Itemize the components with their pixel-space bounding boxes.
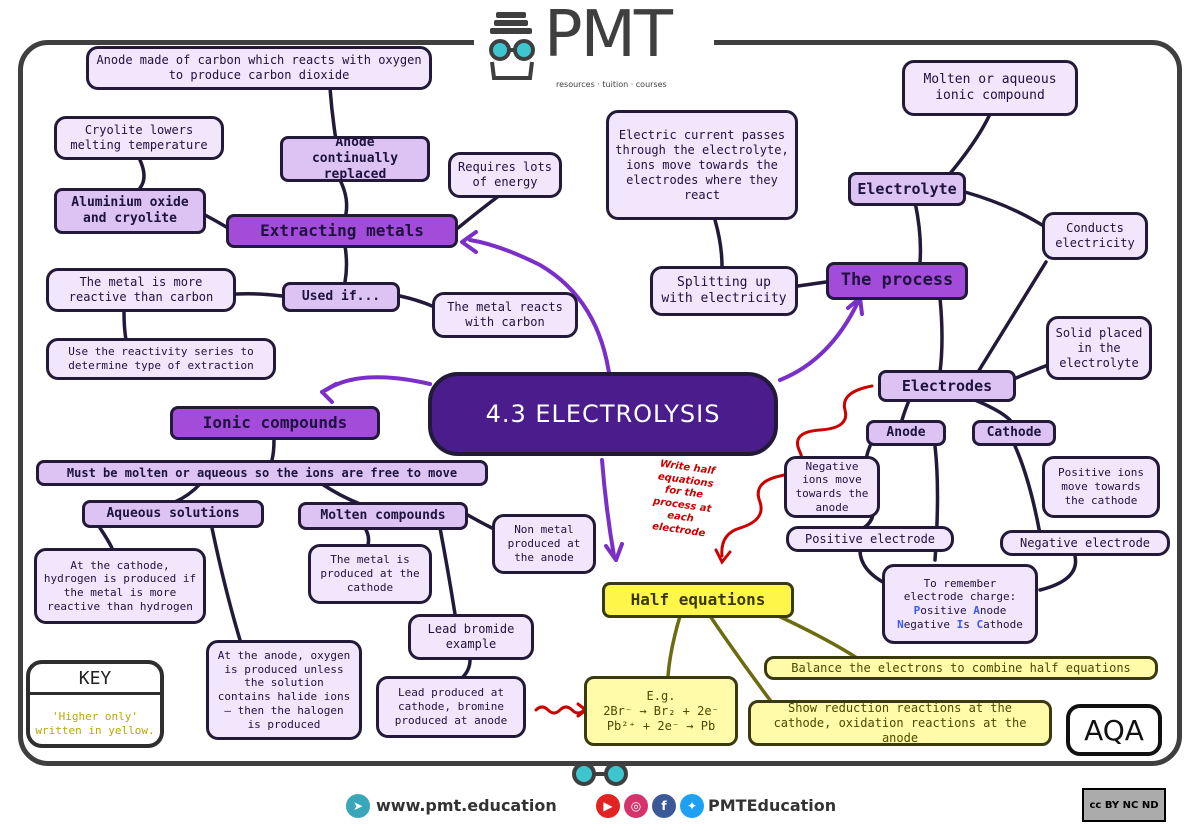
cryolite-lowers-box: Cryolite lowers melting temperature: [54, 116, 224, 160]
mnemonic-p: P: [913, 604, 921, 617]
half-equations-title: Half equations: [602, 582, 794, 618]
website-link[interactable]: www.pmt.education: [376, 796, 557, 815]
mnemonic-s: s: [963, 617, 977, 631]
the-process-title: The process: [826, 262, 968, 300]
equation-bromine: 2Br⁻ → Br₂ + 2e⁻: [603, 703, 719, 718]
anode-oxygen-box: At the anode, oxygen is produced unless …: [206, 640, 362, 740]
splitting-box: Splitting up with electricity: [650, 266, 798, 316]
extracting-metals-title: Extracting metals: [226, 214, 458, 248]
negative-electrode-box: Negative electrode: [1000, 530, 1170, 556]
social-handle[interactable]: PMTEducation: [708, 796, 837, 815]
mnemonic-c: C: [976, 617, 984, 631]
pmt-logo: PMT resources · tuition · courses: [474, 0, 714, 89]
remember-line-2: electrode charge:: [903, 590, 1017, 604]
cathode-hydrogen-box: At the cathode, hydrogen is produced if …: [34, 548, 206, 624]
reacts-carbon-box: The metal reacts with carbon: [432, 292, 578, 338]
must-be-molten-box: Must be molten or aqueous so the ions ar…: [36, 460, 488, 486]
anode-carbon-box: Anode made of carbon which reacts with o…: [86, 46, 432, 90]
used-if-box: Used if...: [282, 282, 400, 312]
mnemonic-n: N: [897, 617, 904, 631]
exam-board-badge: AQA: [1066, 704, 1162, 756]
equation-lead: Pb²⁺ + 2e⁻ → Pb: [606, 718, 716, 733]
twitter-icon[interactable]: ✦: [680, 794, 704, 818]
solid-placed-box: Solid placed in the electrolyte: [1046, 316, 1152, 380]
cursor-icon: ➤: [346, 794, 370, 818]
requires-energy-box: Requires lots of energy: [448, 152, 562, 198]
non-metal-anode-box: Non metal produced at the anode: [492, 514, 596, 574]
mnemonic-node: node: [979, 604, 1007, 617]
lead-bromide-box: Lead bromide example: [408, 614, 534, 660]
positive-ions-box: Positive ions move towards the cathode: [1042, 456, 1160, 518]
conducts-box: Conducts electricity: [1042, 212, 1148, 260]
example-label: E.g.: [646, 688, 676, 703]
molten-compounds-box: Molten compounds: [298, 502, 468, 530]
youtube-icon[interactable]: ▶: [596, 794, 620, 818]
negative-ions-box: Negative ions move towards the anode: [784, 456, 880, 518]
lead-produced-box: Lead produced at cathode, bromine produc…: [376, 676, 526, 738]
example-equations-box: E.g. 2Br⁻ → Br₂ + 2e⁻ Pb²⁺ + 2e⁻ → Pb: [584, 676, 738, 746]
balance-electrons-box: Balance the electrons to combine half eq…: [764, 656, 1158, 680]
glasses-icon: [572, 762, 628, 786]
cathode-box: Cathode: [972, 420, 1056, 446]
instagram-icon[interactable]: ◎: [624, 794, 648, 818]
anode-box: Anode: [866, 420, 946, 446]
aqueous-solutions-box: Aqueous solutions: [82, 500, 264, 528]
remember-box: To remember electrode charge: Positive A…: [882, 564, 1038, 644]
mnemonic-i: I: [956, 617, 964, 631]
remember-line-1: To remember: [923, 576, 997, 590]
molten-aqueous-box: Molten or aqueous ionic compound: [902, 60, 1078, 116]
center-title: 4.3 ELECTROLYSIS: [428, 372, 778, 456]
ionic-compounds-title: Ionic compounds: [170, 406, 380, 440]
more-reactive-box: The metal is more reactive than carbon: [46, 268, 236, 312]
key-title: KEY: [30, 668, 160, 695]
metal-cathode-box: The metal is produced at the cathode: [308, 544, 432, 604]
logo-wordmark: PMT: [544, 0, 673, 72]
electrolyte-box: Electrolyte: [848, 172, 966, 206]
aluminium-oxide-box: Aluminium oxide and cryolite: [54, 188, 206, 234]
electrodes-box: Electrodes: [878, 370, 1016, 402]
cc-license-badge: cc BY NC ND: [1082, 788, 1166, 822]
mnemonic-athode: athode: [983, 617, 1023, 631]
mnemonic-ositive: ositive: [920, 604, 974, 617]
show-reduction-box: Show reduction reactions at the cathode,…: [748, 700, 1052, 746]
positive-electrode-box: Positive electrode: [786, 526, 954, 552]
pmt-logo-icon: [489, 12, 535, 80]
remember-line-3: Positive Anode: [914, 604, 1007, 618]
mnemonic-a: A: [973, 604, 980, 617]
logo-tagline: resources · tuition · courses: [556, 80, 667, 89]
mnemonic-egative: egative: [903, 617, 957, 631]
key-box: KEY 'Higher only' written in yellow.: [26, 660, 164, 748]
half-equations-note: Write half equations for the process at …: [651, 458, 716, 539]
electric-current-box: Electric current passes through the elec…: [606, 110, 798, 220]
remember-line-4: Negative Is Cathode: [897, 618, 1023, 632]
anode-replaced-box: Anode continually replaced: [280, 135, 430, 182]
facebook-icon[interactable]: f: [652, 794, 676, 818]
key-text: 'Higher only' written in yellow.: [35, 710, 155, 738]
reactivity-series-box: Use the reactivity series to determine t…: [46, 338, 276, 380]
